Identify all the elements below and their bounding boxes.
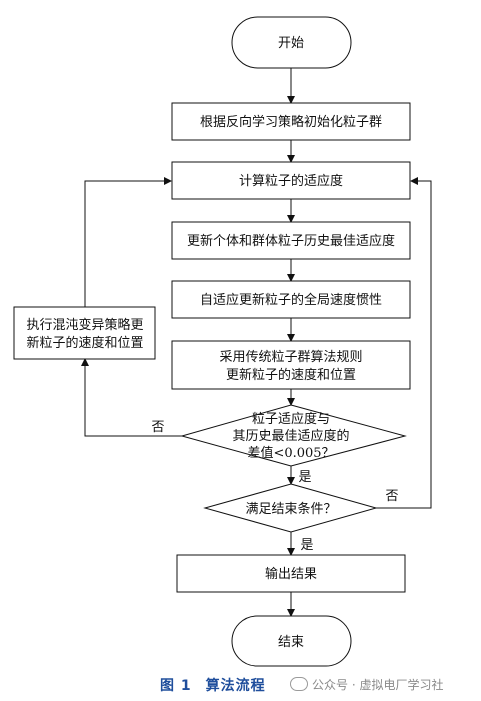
init-node	[171, 102, 411, 141]
chaos-mutation-line-1: 执行混沌变异策略更	[26, 317, 143, 333]
diff-check-line-2: 其历史最佳适应度的	[232, 428, 349, 444]
end-node	[231, 615, 352, 667]
fitness-node-label: 计算粒子的适应度	[239, 173, 343, 189]
watermark: 公众号 · 虚拟电厂学习社	[290, 676, 443, 693]
init-node-label: 根据反向学习策略初始化粒子群	[200, 114, 382, 130]
diff-check-line-3: 差值<0.005？	[247, 445, 334, 461]
output-node	[176, 554, 406, 593]
diff-no-label: 否	[151, 420, 164, 435]
output-node-label: 输出结果	[265, 566, 317, 582]
end-yes-label: 是	[300, 538, 313, 553]
edge-chaos-fitness	[84, 177, 172, 307]
update-best-node-label: 更新个体和群体粒子历史最佳适应度	[187, 233, 395, 249]
start-node	[231, 16, 352, 69]
figure-caption: 图 1 算法流程	[160, 675, 280, 695]
diff-check-decision	[180, 404, 407, 467]
edge-diff-no	[81, 358, 182, 437]
end-no-label: 否	[385, 489, 398, 504]
fitness-node	[171, 161, 411, 200]
inertia-node-label: 自适应更新粒子的全局速度惯性	[200, 292, 382, 308]
wechat-icon	[290, 677, 308, 691]
figure-number: 图 1	[160, 678, 192, 694]
chaos-mutation-node	[13, 306, 156, 360]
chaos-mutation-line-2: 新粒子的速度和位置	[26, 335, 143, 351]
pso-update-node-line-2: 更新粒子的速度和位置	[226, 367, 356, 383]
update-best-node	[171, 221, 411, 260]
diff-yes-label: 是	[298, 470, 311, 485]
pso-update-node-line-1: 采用传统粒子群算法规则	[219, 350, 362, 365]
end-check-label: 满足结束条件？	[245, 501, 336, 517]
figure-title: 算法流程	[205, 678, 266, 694]
inertia-node	[171, 280, 411, 319]
end-node-label: 结束	[278, 635, 304, 650]
end-check-decision	[203, 483, 378, 533]
edge-end-no	[376, 177, 432, 509]
watermark-text: 公众号 · 虚拟电厂学习社	[312, 678, 444, 692]
pso-update-node	[171, 340, 411, 390]
start-node-label: 开始	[278, 36, 304, 51]
diff-check-line-1: 粒子适应度与	[252, 411, 330, 427]
